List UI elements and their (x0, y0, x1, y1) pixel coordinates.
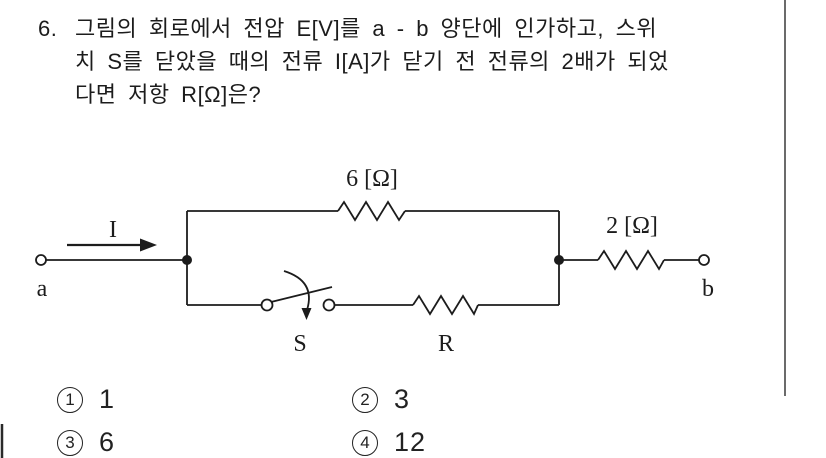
current-label: I (109, 217, 117, 243)
question-text: 그림의 회로에서 전압 E[V]를 a - b 양단에 인가하고, 스위 치 S… (75, 12, 798, 111)
answer-option-4: 4 12 (352, 427, 426, 458)
terminal-b-icon (698, 254, 710, 266)
question-line-2: 치 S를 닫았을 때의 전류 I[A]가 닫기 전 전류의 2배가 되었 (75, 49, 669, 74)
option-3-value: 6 (99, 427, 116, 457)
current-arrow-icon (67, 238, 157, 252)
switch-close-arrow-icon (283, 270, 312, 320)
resistor-6ohm-icon (337, 200, 406, 222)
terminal-b-label: b (702, 276, 714, 302)
terminal-a-label: a (37, 276, 48, 302)
resistor-r-icon (412, 294, 479, 316)
terminal-a-icon (35, 254, 47, 266)
resistor-6ohm-label: 6 [Ω] (346, 166, 398, 192)
resistor-2ohm-icon (597, 249, 665, 271)
question-number: 6. (38, 16, 58, 41)
switch-contact-left-icon (260, 298, 274, 312)
answer-option-1: 1 1 (57, 384, 115, 415)
switch-contact-right-icon (322, 298, 336, 312)
answer-option-3: 3 6 (57, 427, 115, 458)
answer-option-2: 2 3 (352, 384, 410, 415)
option-3-circle-icon: 3 (57, 429, 83, 456)
option-2-circle-icon: 2 (352, 386, 378, 413)
switch-blade-icon (270, 286, 333, 303)
option-4-circle-icon: 4 (352, 429, 378, 456)
resistor-2ohm-label: 2 [Ω] (606, 213, 658, 239)
option-1-circle-icon: 1 (57, 386, 83, 413)
switch-label: S (293, 331, 306, 357)
question-line-1: 그림의 회로에서 전압 E[V]를 a - b 양단에 인가하고, 스위 (75, 16, 658, 41)
resistor-r-label: R (438, 331, 454, 357)
question-block: 6. 그림의 회로에서 전압 E[V]를 a - b 양단에 인가하고, 스위 … (38, 12, 798, 111)
option-1-value: 1 (99, 384, 116, 414)
question-line-3: 다면 저항 R[Ω]은? (75, 82, 262, 107)
option-4-value: 12 (394, 427, 427, 457)
option-2-value: 3 (394, 384, 411, 414)
